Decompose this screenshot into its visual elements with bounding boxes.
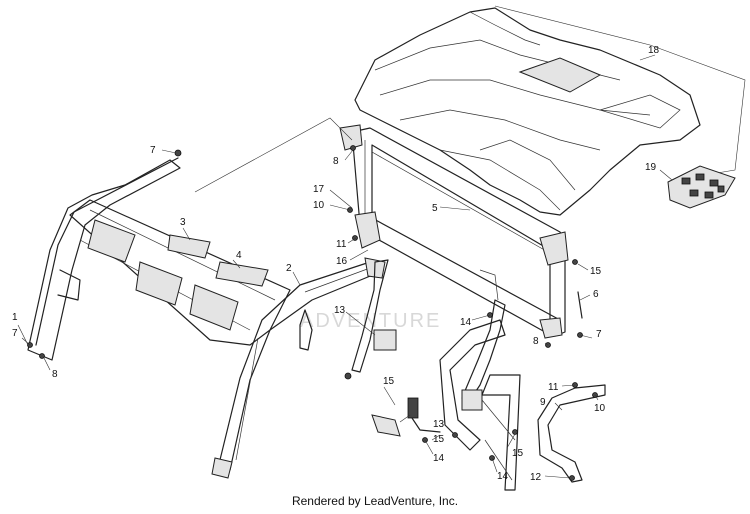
callout-6: 6	[593, 289, 599, 300]
callout-15-right: 15	[590, 266, 602, 277]
roof-outline-line	[494, 5, 746, 176]
roof-panel	[354, 7, 701, 216]
buckle-assembly	[371, 397, 441, 437]
callout-13-left: 13	[334, 305, 346, 316]
front-cab-frame	[27, 157, 291, 361]
callout-14-bottom: 14	[497, 471, 509, 482]
callout-14-lower: 14	[433, 453, 445, 464]
callout-labels: 18 19 7 8 17 10 5 3 4 11 16 2 15 6 1 7 8…	[12, 45, 660, 483]
callout-3: 3	[180, 217, 186, 228]
footer-credit: Rendered by LeadVenture, Inc.	[291, 494, 459, 508]
leader-lines	[17, 54, 673, 479]
front-pillar	[211, 257, 386, 479]
callout-7-left: 7	[12, 328, 18, 339]
callout-16: 16	[336, 256, 348, 267]
callout-19: 19	[645, 162, 657, 173]
callout-9: 9	[540, 397, 546, 408]
callout-17: 17	[313, 184, 325, 195]
callout-15-far: 15	[512, 448, 524, 459]
callout-10-top: 10	[313, 200, 325, 211]
callout-8-right: 8	[533, 336, 539, 347]
callout-12: 12	[530, 472, 542, 483]
callout-10-right: 10	[594, 403, 606, 414]
fasteners	[27, 145, 598, 481]
callout-13-right: 13	[433, 419, 445, 430]
callout-8-left: 8	[52, 369, 58, 380]
callout-18: 18	[648, 45, 660, 56]
callout-5: 5	[432, 203, 438, 214]
callout-1: 1	[12, 312, 18, 323]
callout-15-buckle: 15	[383, 376, 395, 387]
callout-15-lower: 15	[433, 434, 445, 445]
watermark-text: ADVENTURE	[300, 310, 441, 332]
decal-left	[167, 234, 211, 259]
callout-4: 4	[236, 250, 242, 261]
callout-14-mid: 14	[460, 317, 472, 328]
seatbelt-left	[299, 259, 397, 380]
rear-frame-assembly	[339, 124, 569, 339]
callout-7-top: 7	[150, 145, 156, 156]
roof-hardware-kit	[667, 165, 736, 209]
callout-11-top: 11	[336, 239, 347, 250]
grab-bar	[537, 384, 606, 483]
callout-2: 2	[286, 263, 292, 274]
callout-8-top: 8	[333, 156, 339, 167]
callout-11-right: 11	[548, 382, 559, 393]
seatbelt-right	[439, 299, 521, 491]
callout-7-right: 7	[596, 329, 602, 340]
decal-right	[215, 261, 269, 287]
